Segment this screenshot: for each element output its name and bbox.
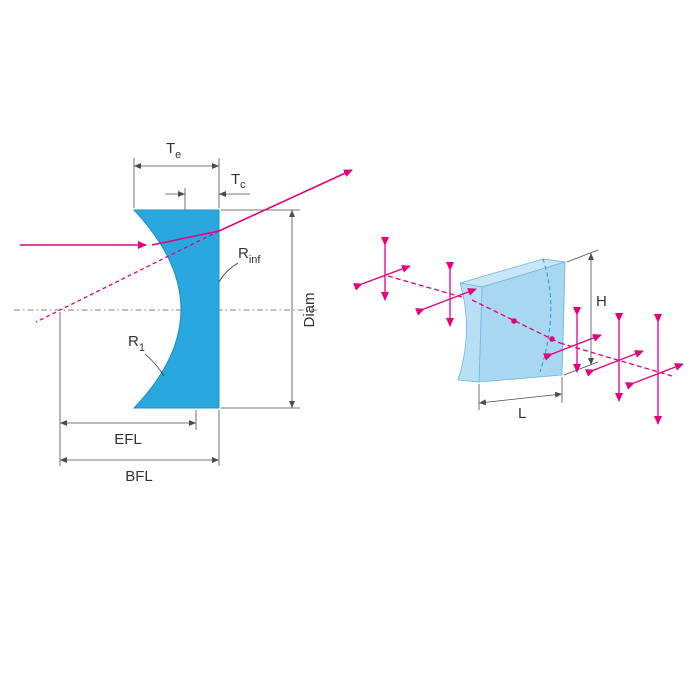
beam-point-1 xyxy=(511,318,517,324)
lens-concave-edge xyxy=(457,282,483,383)
r1-label: R1 xyxy=(128,333,145,354)
h-ext-top xyxy=(566,249,599,263)
marker-4-horizontal xyxy=(585,350,644,377)
tc-label: Tc xyxy=(231,171,246,191)
h-label: H xyxy=(596,293,607,310)
marker-5-horizontal xyxy=(625,363,684,390)
refracted-ray-inside xyxy=(151,230,220,246)
l-dimension-line xyxy=(478,391,563,406)
beam-path-incoming xyxy=(387,275,473,301)
rinf-leader xyxy=(218,262,239,283)
r1-leader xyxy=(144,353,165,377)
l-label: L xyxy=(518,405,526,422)
marker-1-horizontal xyxy=(353,265,411,291)
rinf-label: Rinf xyxy=(238,245,261,266)
cylinder-lens-3d: H L xyxy=(353,237,684,425)
efl-label: EFL xyxy=(114,431,142,448)
virtual-ray-extension xyxy=(35,230,220,323)
te-label: Te xyxy=(166,140,181,161)
diam-label: Diam xyxy=(301,292,318,327)
marker-2-horizontal xyxy=(415,288,477,316)
beam-point-2 xyxy=(549,336,555,342)
outgoing-ray xyxy=(218,169,353,232)
h-ext-bottom xyxy=(563,361,599,376)
plano-concave-lens xyxy=(132,209,220,409)
bfl-label: BFL xyxy=(125,468,153,485)
lens-cross-section: Te Tc Rinf R1 Diam EFL BFL xyxy=(14,140,353,485)
